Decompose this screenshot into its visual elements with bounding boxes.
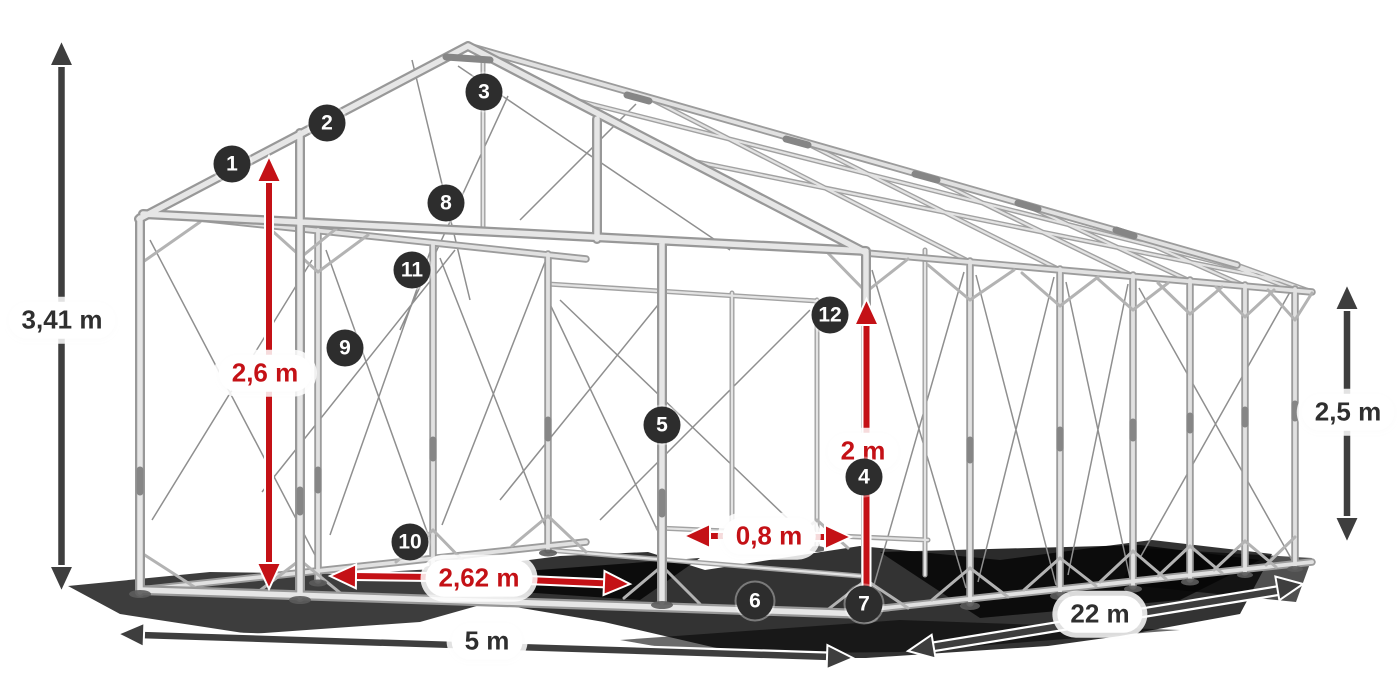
part-marker-4: 4 bbox=[845, 458, 883, 496]
part-marker-9: 9 bbox=[326, 329, 364, 367]
arrowhead-icon bbox=[47, 565, 76, 595]
arrowhead-icon bbox=[824, 523, 854, 551]
part-marker-11: 11 bbox=[393, 251, 431, 289]
dim-label-ridge-height: 3,41 m bbox=[8, 301, 116, 339]
arrowhead-icon bbox=[602, 569, 633, 597]
part-marker-10: 10 bbox=[391, 523, 429, 561]
part-marker-1: 1 bbox=[213, 145, 251, 183]
knee-braces bbox=[138, 220, 1314, 613]
part-marker-3: 3 bbox=[465, 73, 503, 111]
part-marker-2: 2 bbox=[308, 104, 346, 142]
arrowhead-icon bbox=[255, 562, 283, 592]
arrowhead-icon bbox=[255, 153, 283, 183]
dim-label-door-height: 2,6 m bbox=[218, 354, 312, 392]
arrowhead-icon bbox=[1333, 516, 1361, 546]
arrowhead-icon bbox=[1274, 575, 1306, 602]
part-marker-12: 12 bbox=[811, 296, 849, 334]
arrowhead-icon bbox=[327, 562, 358, 590]
dim-label-front-width: 5 m bbox=[451, 622, 523, 660]
arrowhead-icon bbox=[47, 37, 76, 67]
part-marker-6: 6 bbox=[736, 582, 774, 620]
dim-label-passage-width: 0,8 m bbox=[722, 517, 816, 555]
arrowhead-icon bbox=[681, 522, 711, 550]
part-marker-5: 5 bbox=[643, 406, 681, 444]
arrowhead-icon bbox=[825, 643, 856, 671]
dim-label-door-width: 2,62 m bbox=[425, 559, 533, 597]
dim-label-side-length: 22 m bbox=[1057, 595, 1143, 633]
frame-tubes bbox=[139, 46, 1312, 616]
dim-label-side-height: 2,5 m bbox=[1301, 393, 1395, 431]
arrowhead-icon bbox=[1333, 281, 1361, 311]
part-marker-8: 8 bbox=[427, 184, 465, 222]
arrowhead-icon bbox=[905, 633, 937, 660]
arrowhead-icon bbox=[852, 296, 881, 326]
arrowhead-icon bbox=[115, 621, 146, 649]
tube-joints bbox=[136, 53, 1299, 518]
part-marker-7: 7 bbox=[845, 585, 883, 623]
